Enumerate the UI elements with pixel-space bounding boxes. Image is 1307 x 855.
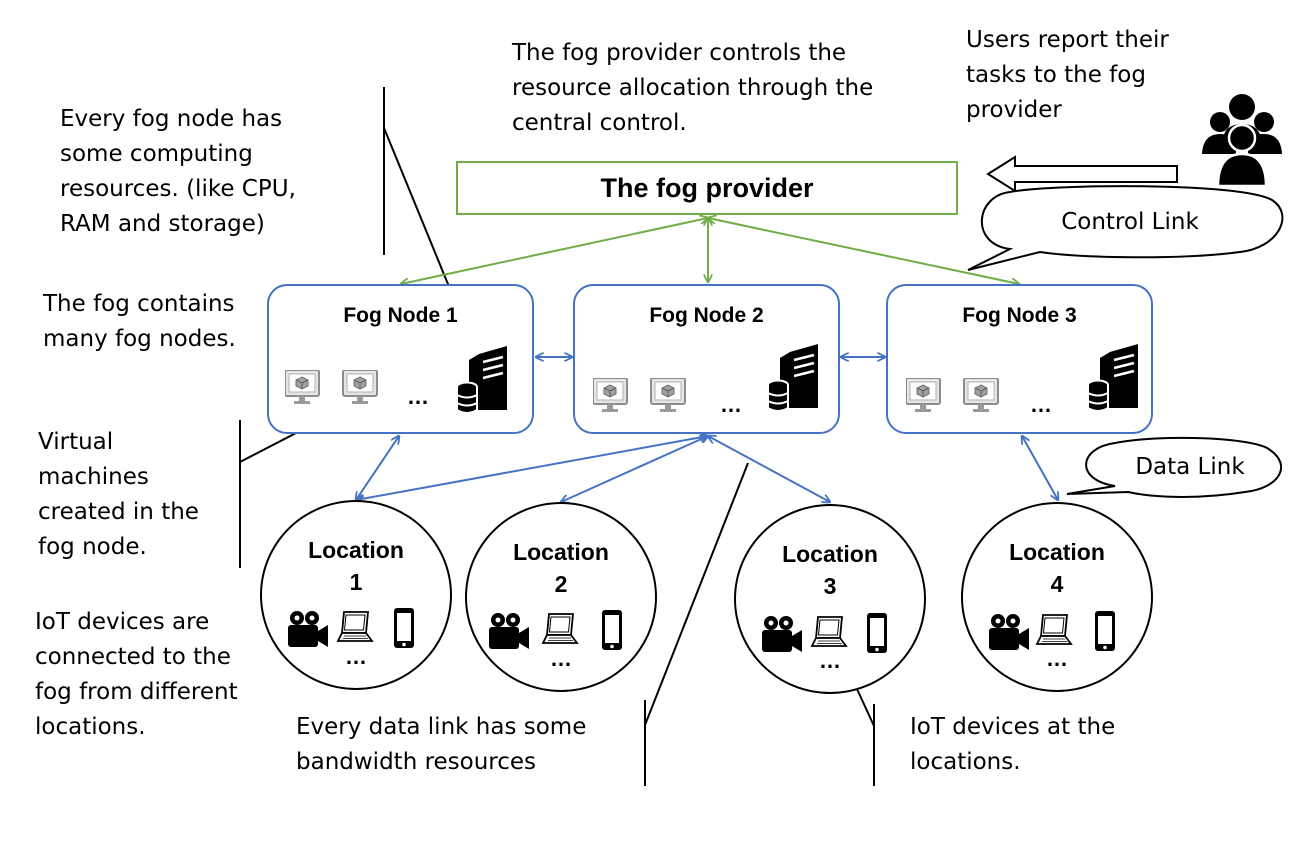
virtual-machine-monitor-icon: [963, 378, 999, 413]
video-camera-icon: [762, 616, 802, 652]
virtual-machine-monitor-icon: [593, 378, 628, 413]
location-number: 3: [823, 573, 837, 599]
control-link-callout-bubble: [967, 185, 1284, 271]
smartphone-icon: [394, 608, 414, 648]
location-ellipsis: …: [1046, 646, 1068, 671]
data-link-node2-location1: [356, 436, 708, 500]
location-title: Location 2: [467, 536, 655, 600]
virtual-machine-monitor-icon: [650, 378, 686, 413]
fog-provider-controls-annotation: The fog provider controls the resource a…: [512, 40, 874, 136]
users-report-annotation: Users report their tasks to the fog prov…: [966, 27, 1169, 123]
location-title: Location 4: [963, 536, 1151, 600]
laptop-icon: [337, 611, 373, 642]
fog-node-title: Fog Node 1: [343, 304, 458, 327]
data-link-node3-location4: [1022, 436, 1058, 500]
location-number: 1: [349, 569, 363, 595]
location-label: Location: [513, 539, 609, 565]
location-2: Location 2 …: [465, 502, 657, 692]
video-camera-icon: [489, 613, 529, 649]
iot-connected-annotation: IoT devices are connected to the fog fro…: [35, 609, 238, 740]
virtual-machine-monitor-icon: [342, 370, 378, 405]
video-camera-icon: [989, 614, 1029, 650]
fog-contains-annotation: The fog contains many fog nodes.: [43, 291, 236, 352]
location-ellipsis: …: [345, 644, 367, 669]
laptop-icon: [811, 616, 847, 647]
node-ellipsis: …: [1030, 392, 1052, 417]
location-label: Location: [1009, 539, 1105, 565]
node-ellipsis: …: [720, 392, 742, 417]
laptop-icon: [1036, 614, 1072, 645]
every-fog-node-annotation: Every fog node has some computing resour…: [60, 106, 296, 237]
virtual-machines-annotation: Virtual machines created in the fog node…: [38, 429, 199, 560]
location-number: 2: [554, 571, 568, 597]
location-title: Location 1: [262, 534, 450, 598]
control-links: [401, 218, 1019, 284]
iot-at-locations-annotation: IoT devices at the locations.: [910, 714, 1116, 775]
location-4: Location 4 …: [961, 502, 1153, 692]
iot-devices: [288, 608, 414, 648]
server-icon-wrap: [457, 346, 509, 415]
data-link-node2-location3: [708, 436, 830, 502]
vm-icons: [593, 378, 686, 413]
fog-node-1: Fog Node 1 …: [267, 284, 534, 434]
server-icon-wrap: [768, 344, 820, 413]
fog-node-title: Fog Node 3: [962, 304, 1077, 327]
fog-node-2: Fog Node 2 …: [573, 284, 840, 434]
location-3: Location 3 …: [734, 504, 926, 694]
control-link-node-1: [401, 218, 708, 284]
data-link-callout: Data Link: [1135, 454, 1245, 480]
control-link-callout: Control Link: [1061, 209, 1199, 235]
node-ellipsis: …: [407, 384, 429, 409]
server-with-database-icon: [768, 344, 820, 413]
video-camera-icon: [288, 611, 328, 647]
location-ellipsis: …: [550, 646, 572, 671]
vm-icons: [906, 378, 999, 413]
control-link-node-3: [708, 218, 1019, 284]
data-link-callout-bubble: [1066, 436, 1282, 498]
location-number: 4: [1050, 571, 1064, 597]
location-label: Location: [308, 537, 404, 563]
data-links: [356, 357, 1058, 502]
left-arrow-icon: [986, 155, 1178, 193]
virtual-machine-monitor-icon: [285, 370, 320, 405]
data-link-node1-location1: [356, 436, 399, 500]
fog-provider-label: The fog provider: [600, 172, 814, 203]
vm-icons: [285, 370, 378, 405]
server-with-database-icon: [457, 346, 509, 415]
smartphone-icon: [602, 610, 622, 650]
location-label: Location: [782, 541, 878, 567]
iot-devices: [489, 610, 622, 650]
pointer-line-data-link: [644, 462, 749, 726]
location-ellipsis: …: [819, 648, 841, 673]
location-title: Location 3: [736, 538, 924, 602]
smartphone-icon: [867, 613, 887, 653]
smartphone-icon: [1095, 611, 1115, 651]
fog-node-3: Fog Node 3 …: [886, 284, 1153, 434]
fog-node-title: Fog Node 2: [649, 304, 764, 327]
server-with-database-icon: [1088, 344, 1140, 413]
users-group-icon: [1200, 92, 1284, 188]
data-link-bandwidth-annotation: Every data link has some bandwidth resou…: [296, 714, 587, 775]
virtual-machine-monitor-icon: [906, 378, 941, 413]
data-link-node2-location2: [561, 436, 708, 502]
laptop-icon: [542, 613, 578, 644]
location-1: Location 1 …: [260, 500, 452, 690]
fog-provider-box: The fog provider: [456, 161, 958, 215]
server-icon-wrap: [1088, 344, 1140, 413]
